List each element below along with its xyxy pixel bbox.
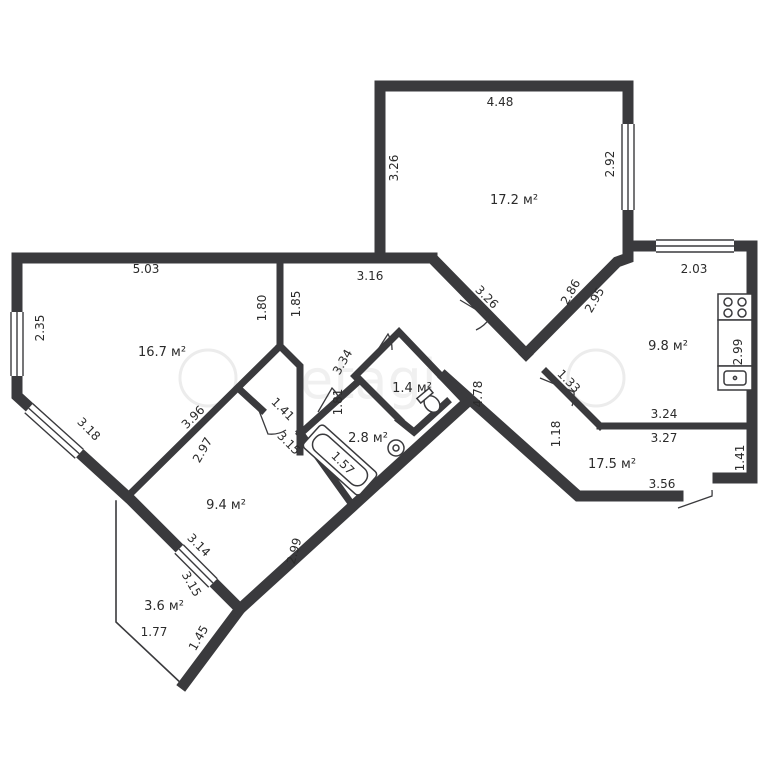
dimension-label: 1.41 [733,445,747,472]
kitchen-door [539,377,575,407]
living-room-door [459,299,491,331]
dimension-label: 4.78 [471,381,485,408]
toilet-area: 1.4 м² [392,381,432,396]
living-room-area: 17.2 м² [490,193,538,208]
hallway-area: 17.5 м² [588,457,636,472]
room-area-labels: 17.2 м² 16.7 м² 9.8 м² 1.4 м² 2.8 м² 9.4… [138,193,688,614]
dimension-label: 2.92 [603,151,617,178]
stove [717,293,753,321]
dimension-label: 3.16 [357,269,384,283]
bedroom-left-area: 16.7 м² [138,345,186,360]
inner-walls [127,258,756,511]
dimension-label: 3.27 [651,431,678,445]
doors [257,299,713,509]
dimension-label: 1.85 [289,291,303,318]
bathroom-door [317,386,341,413]
svg-text:etagi: etagi [300,348,437,411]
balcony-area: 3.6 м² [144,599,184,614]
dimension-label: 4.48 [487,95,514,109]
fixtures [302,293,753,496]
toilet [415,387,441,413]
dimension-label: 3.56 [649,477,676,491]
dimension-label: 2.99 [731,339,745,366]
kitchen-area: 9.8 м² [648,339,688,354]
dimension-label: 3.24 [651,407,678,421]
dimension-label: 2.35 [33,315,47,342]
dimension-label: 3.26 [387,155,401,182]
dimension-label: 5.03 [133,262,160,276]
dimension-label: 2.99 [284,536,304,565]
dimension-label: 3.18 [74,415,103,444]
bathroom-area: 2.8 м² [348,431,388,446]
dimension-label: 1.18 [549,421,563,448]
dimension-label: 2.03 [681,262,708,276]
toilet-door [369,332,393,363]
center-bedroom-door [257,407,287,435]
dimension-label: 1.80 [255,295,269,322]
windows [10,124,734,588]
kitchen-counter [717,319,753,367]
entrance-door [677,489,713,509]
dimension-label: 1.41 [268,395,297,424]
bedroom-center-area: 9.4 м² [206,498,246,513]
dimension-label: 2.97 [190,435,215,465]
dimension-label: 1.81 [331,389,345,416]
dimension-label: 1.77 [141,625,168,639]
kitchen-sink [717,365,753,391]
bathtub [302,424,378,496]
